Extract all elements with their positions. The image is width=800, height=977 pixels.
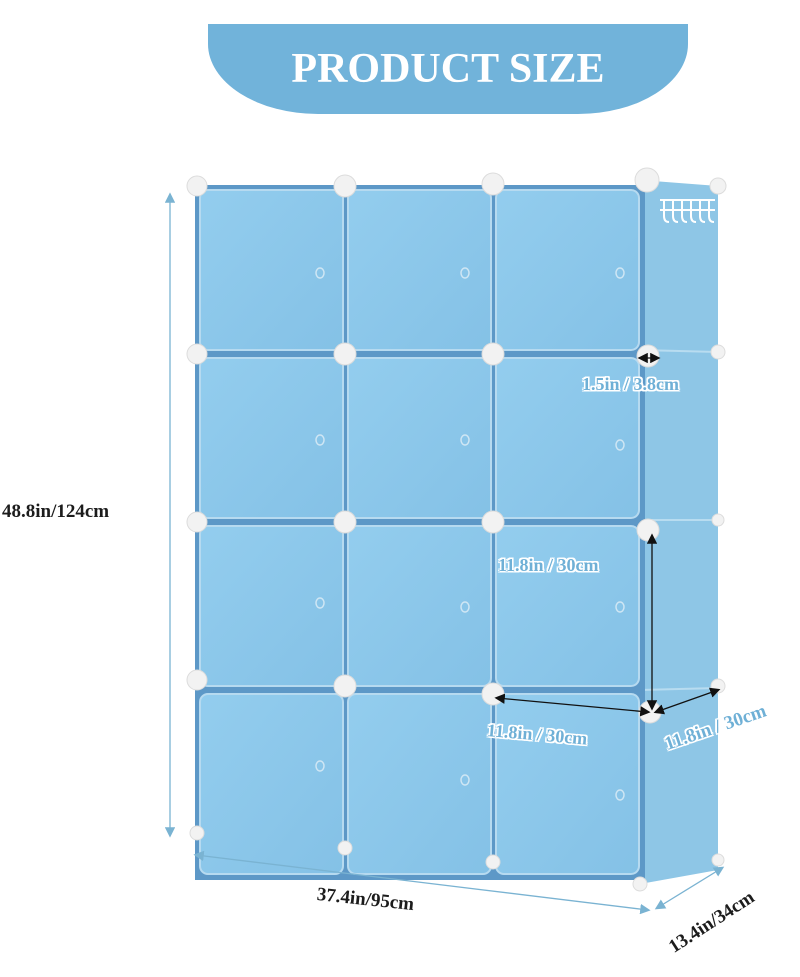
height-label: 48.8in/124cm: [2, 501, 110, 522]
side-hook-icon: [660, 199, 715, 223]
dimension-lines: [164, 192, 725, 915]
width-dimension-line: [193, 850, 651, 915]
cube-height-label: 11.8in / 30cm: [498, 555, 599, 575]
cube-doors: [199, 189, 640, 875]
cube-dimension-arrows: [494, 352, 721, 717]
banner-title: PRODUCT SIZE: [291, 46, 605, 92]
door-knob-icons: [315, 267, 625, 801]
panel-gap-label: 1.5in / 3.8cm: [582, 374, 679, 394]
product-size-banner: PRODUCT SIZE: [208, 24, 688, 114]
depth-dimension-line: [654, 866, 725, 910]
